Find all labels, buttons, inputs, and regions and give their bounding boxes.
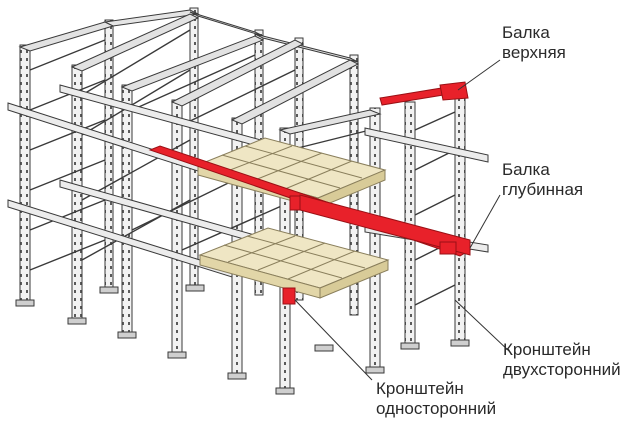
depth-beam-highlight (148, 145, 472, 257)
lower-pallet (198, 227, 390, 299)
label-top-beam-line2: верхняя (502, 43, 566, 62)
leader-lines (294, 59, 511, 381)
label-double-bracket-line2: двухсторонний (503, 360, 621, 379)
label-depth-beam-line2: глубинная (502, 180, 584, 199)
label-single-bracket-line2: односторонний (376, 399, 497, 418)
leader-top-beam (457, 59, 501, 91)
upright (369, 107, 381, 371)
leader-single-bracket (294, 299, 373, 381)
label-depth-beam-line1: Балка (502, 160, 550, 179)
frame-bracing (29, 29, 296, 271)
label-top-beam-line1: Балка (502, 23, 550, 42)
left-beams (7, 84, 291, 278)
top-beam-highlight (379, 81, 469, 106)
upright (104, 19, 114, 291)
label-double-bracket-line1: Кронштейн (503, 340, 591, 359)
label-single-bracket: Кронштейн односторонний (376, 379, 496, 419)
right-top-beam-frame (278, 109, 382, 135)
upright (171, 99, 183, 356)
leader-depth-beam (469, 194, 501, 249)
label-double-bracket: Кронштейн двухсторонний (503, 340, 621, 380)
leader-double-bracket (454, 299, 511, 353)
base-plates (15, 284, 470, 395)
upright (121, 84, 133, 336)
left-frames (19, 44, 243, 377)
double-bracket-highlight (439, 241, 457, 255)
label-depth-beam: Балка глубинная (502, 160, 583, 200)
left-top-beams (18, 13, 360, 125)
label-single-bracket-line1: Кронштейн (376, 379, 464, 398)
single-bracket-highlight (282, 195, 301, 305)
label-top-beam: Балка верхняя (502, 23, 566, 63)
upright (19, 44, 31, 304)
